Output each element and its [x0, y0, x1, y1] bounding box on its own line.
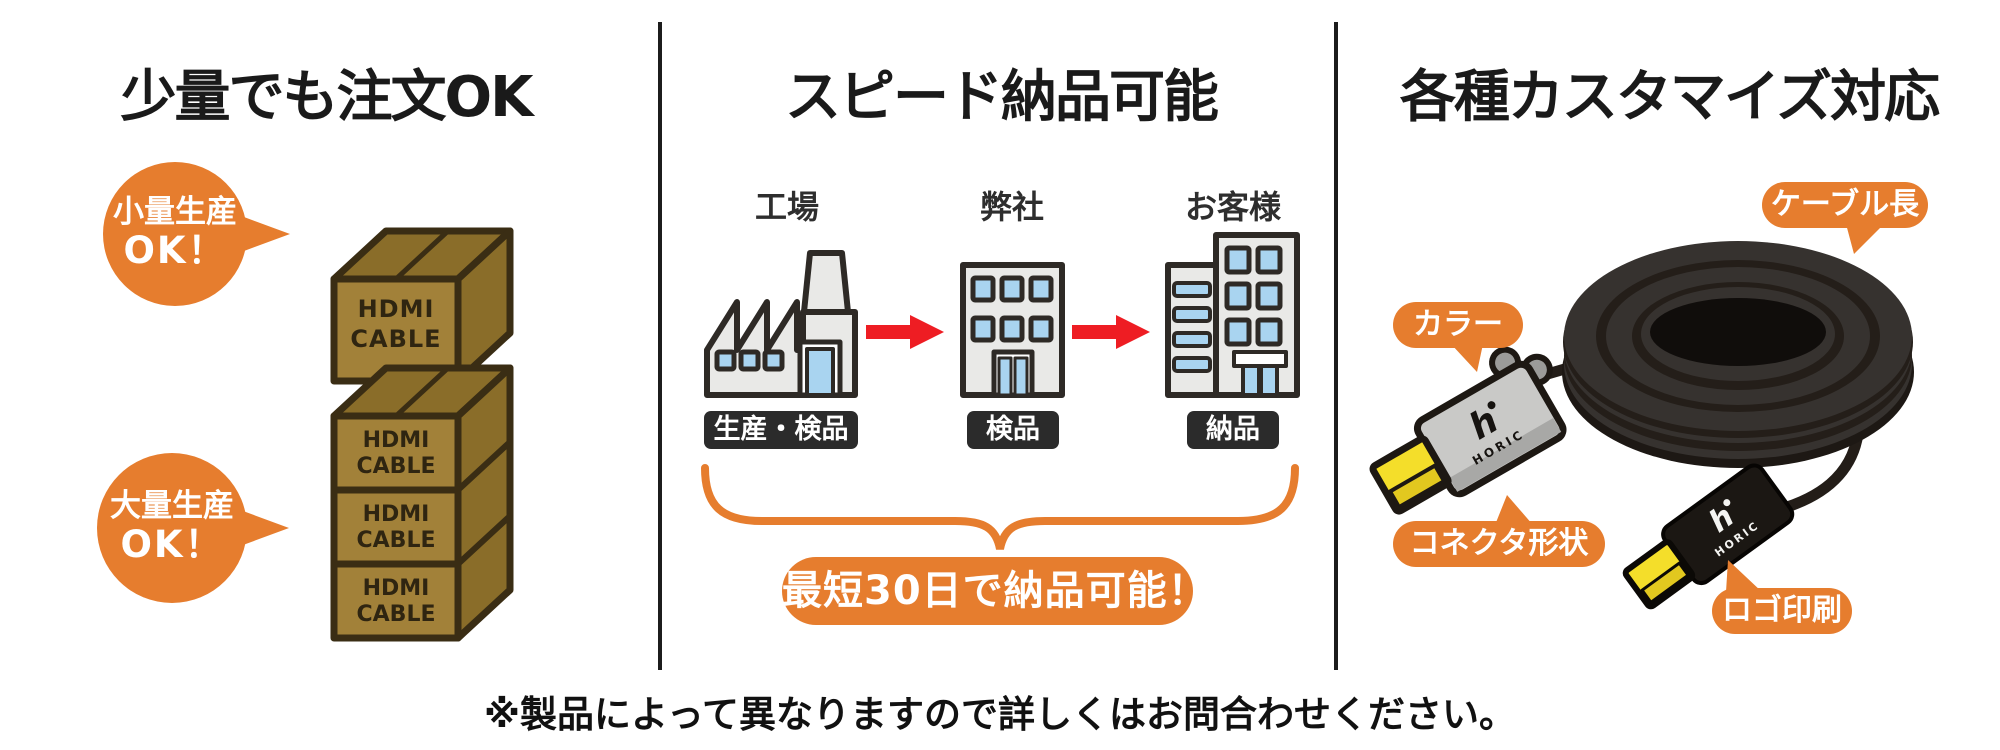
step-name-factory: 工場: [754, 188, 819, 226]
factory-icon: [704, 250, 858, 398]
svg-text:CABLE: CABLE: [357, 454, 436, 479]
mass-production-bubble: 大量生産 OK！: [97, 453, 289, 603]
company-building-icon: [960, 262, 1065, 398]
small-lot-bubble-text: 小量生産 OK！: [113, 194, 237, 272]
callout-tail-icon: [1451, 344, 1483, 372]
tag-production-inspection: 生産・検品: [704, 411, 858, 449]
step-name-company: 弊社: [979, 188, 1044, 226]
callout-tail-icon: [1846, 224, 1884, 254]
tag-inspection: 検品: [967, 411, 1059, 449]
svg-text:CABLE: CABLE: [357, 528, 436, 553]
gray-connector: h HORIC: [1369, 346, 1567, 515]
right-panel-title: 各種カスタマイズ対応: [1399, 65, 1940, 130]
box-text-line2: CABLE: [350, 325, 441, 353]
callout-color-text: カラー: [1413, 307, 1503, 342]
callout-tail-icon: [1726, 560, 1762, 592]
flow-arrow-2: [1072, 315, 1150, 349]
curly-brace: [701, 464, 1299, 550]
delivery-highlight-pill: 最短30日で納品可能！: [782, 557, 1208, 625]
svg-text:HDMI: HDMI: [363, 576, 430, 601]
callout-connector-shape-text: コネクタ形状: [1409, 526, 1589, 561]
small-lot-bubble: 小量生産 OK！: [103, 162, 290, 306]
callout-cable-length-text: ケーブル長: [1770, 187, 1920, 222]
callout-color: カラー: [1393, 302, 1523, 372]
callout-connector-shape: コネクタ形状: [1393, 495, 1605, 567]
bubble-tail-icon: [244, 217, 290, 251]
callout-cable-length: ケーブル長: [1762, 182, 1928, 254]
tag-delivery: 納品: [1187, 411, 1279, 449]
middle-panel-title: スピード納品可能: [785, 65, 1219, 130]
cable-illustration: h HORIC h HORIC: [1369, 241, 1914, 610]
left-panel-title: 少量でも注文OK: [120, 65, 534, 130]
cable-coil: [1562, 241, 1914, 468]
callout-logo-print: ロゴ印刷: [1712, 560, 1852, 634]
flow-arrow-1: [866, 315, 944, 349]
step-name-customer: お客様: [1184, 188, 1281, 226]
column-divider-right: [1334, 22, 1338, 670]
customer-building-icon: [1165, 232, 1300, 398]
svg-text:HDMI: HDMI: [363, 502, 430, 527]
svg-text:HDMI: HDMI: [363, 428, 430, 453]
hdmi-box-single: HDMI CABLE: [330, 227, 514, 385]
callout-logo-print-text: ロゴ印刷: [1722, 593, 1842, 628]
hdmi-box-stack: HDMI CABLE HDMI CABLE HDMI CABLE: [330, 364, 514, 642]
mass-production-bubble-text: 大量生産 OK！: [110, 488, 234, 566]
black-connector: h HORIC: [1622, 463, 1795, 610]
bubble-tail-icon: [243, 511, 289, 545]
callout-tail-icon: [1495, 495, 1533, 525]
footnote: ※製品によって異なりますので詳しくはお問合わせください。: [483, 693, 1516, 736]
box-text-line1: HDMI: [358, 295, 435, 323]
svg-text:CABLE: CABLE: [357, 602, 436, 627]
column-divider-left: [658, 22, 662, 670]
